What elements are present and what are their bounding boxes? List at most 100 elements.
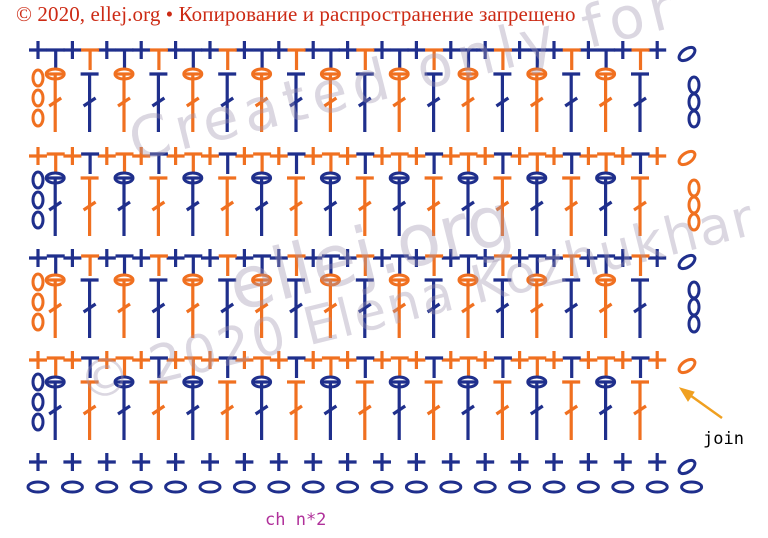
single-crochet-symbol (269, 147, 288, 165)
chain-icon (687, 297, 701, 317)
double-crochet-symbol (252, 278, 271, 338)
chain-icon (182, 375, 204, 389)
half-double-crochet-symbol (390, 48, 409, 70)
double-crochet-symbol (115, 72, 133, 132)
double-crochet-symbol (218, 278, 237, 338)
single-crochet-symbol (545, 453, 563, 471)
single-crochet-symbol (304, 453, 323, 471)
chain-icon (182, 67, 204, 81)
double-crochet-symbol (149, 278, 168, 338)
chain-icon (677, 149, 697, 167)
double-crochet-symbol (149, 72, 168, 132)
double-crochet-symbol (631, 380, 649, 440)
single-crochet-symbol (545, 41, 563, 59)
chain-icon (595, 67, 617, 81)
half-double-crochet-symbol (390, 356, 409, 378)
half-double-crochet-symbol (356, 356, 375, 378)
double-crochet-symbol (596, 72, 615, 132)
double-crochet-symbol (355, 278, 374, 338)
half-double-crochet-symbol (46, 254, 65, 276)
single-crochet-symbol (441, 453, 460, 471)
single-crochet-symbol (407, 453, 426, 471)
half-double-crochet-symbol (390, 254, 409, 276)
double-crochet-symbol (631, 72, 649, 132)
chain-icon (526, 375, 548, 389)
single-crochet-symbol (29, 249, 47, 267)
chain-icon (31, 68, 45, 88)
single-crochet-symbol (201, 453, 219, 471)
half-double-crochet-symbol (356, 152, 375, 174)
double-crochet-symbol (149, 176, 168, 236)
double-crochet-symbol (287, 380, 305, 440)
half-double-crochet-symbol (184, 48, 203, 70)
half-double-crochet-symbol (425, 356, 444, 378)
single-crochet-symbol (338, 41, 357, 59)
double-crochet-symbol (631, 278, 649, 338)
double-crochet-symbol (355, 176, 374, 236)
half-double-crochet-symbol (218, 152, 237, 174)
chain-icon (457, 273, 479, 287)
single-crochet-symbol (476, 249, 495, 267)
half-double-crochet-symbol (218, 254, 237, 276)
half-double-crochet-symbol (390, 152, 409, 174)
half-double-crochet-symbol (597, 152, 616, 174)
chain-icon (677, 458, 697, 476)
half-double-crochet-symbol (528, 356, 547, 378)
double-crochet-symbol (218, 380, 237, 440)
half-double-crochet-symbol (81, 152, 100, 174)
single-crochet-symbol (338, 453, 357, 471)
single-crochet-symbol (97, 41, 116, 59)
single-crochet-symbol (510, 41, 529, 59)
half-double-crochet-symbol (287, 356, 306, 378)
single-crochet-symbol (373, 249, 391, 267)
double-crochet-symbol (46, 72, 65, 132)
chain-icon (113, 67, 135, 81)
single-crochet-symbol (613, 249, 632, 267)
double-crochet-symbol (459, 176, 477, 236)
half-double-crochet-symbol (218, 356, 237, 378)
half-double-crochet-symbol (81, 356, 100, 378)
half-double-crochet-symbol (321, 254, 340, 276)
double-crochet-symbol (562, 278, 581, 338)
half-double-crochet-symbol (115, 356, 134, 378)
half-double-crochet-symbol (81, 48, 100, 70)
half-double-crochet-symbol (149, 48, 168, 70)
single-crochet-symbol (648, 41, 667, 59)
double-crochet-symbol (218, 176, 237, 236)
single-crochet-symbol (29, 453, 47, 471)
foundation-chain-label: ch n*2 (265, 510, 327, 530)
half-double-crochet-symbol (356, 254, 375, 276)
single-crochet-symbol (97, 351, 116, 369)
chain-icon (251, 67, 273, 81)
single-crochet-symbol (201, 249, 219, 267)
single-crochet-symbol (476, 147, 495, 165)
single-crochet-symbol (132, 41, 151, 59)
single-crochet-symbol (338, 351, 357, 369)
chain-icon (319, 273, 341, 287)
chain-icon (198, 480, 222, 494)
single-crochet-symbol (476, 41, 495, 59)
half-double-crochet-symbol (528, 152, 547, 174)
double-crochet-symbol (596, 278, 615, 338)
single-crochet-symbol (545, 249, 563, 267)
half-double-crochet-symbol (631, 254, 650, 276)
chain-icon (457, 375, 479, 389)
half-double-crochet-symbol (218, 48, 237, 70)
chain-icon (113, 273, 135, 287)
double-crochet-symbol (149, 380, 168, 440)
half-double-crochet-symbol (184, 152, 203, 174)
half-double-crochet-symbol (528, 48, 547, 70)
chain-icon (31, 88, 45, 108)
double-crochet-symbol (115, 380, 133, 440)
half-double-crochet-symbol (459, 254, 478, 276)
single-crochet-symbol (201, 147, 219, 165)
single-crochet-symbol (235, 453, 254, 471)
chain-icon (44, 67, 66, 81)
single-crochet-symbol (63, 453, 82, 471)
double-crochet-symbol (390, 278, 409, 338)
chain-icon (319, 171, 341, 185)
half-double-crochet-symbol (253, 48, 272, 70)
single-crochet-symbol (63, 249, 82, 267)
single-crochet-symbol (29, 351, 47, 369)
double-crochet-symbol (493, 380, 512, 440)
